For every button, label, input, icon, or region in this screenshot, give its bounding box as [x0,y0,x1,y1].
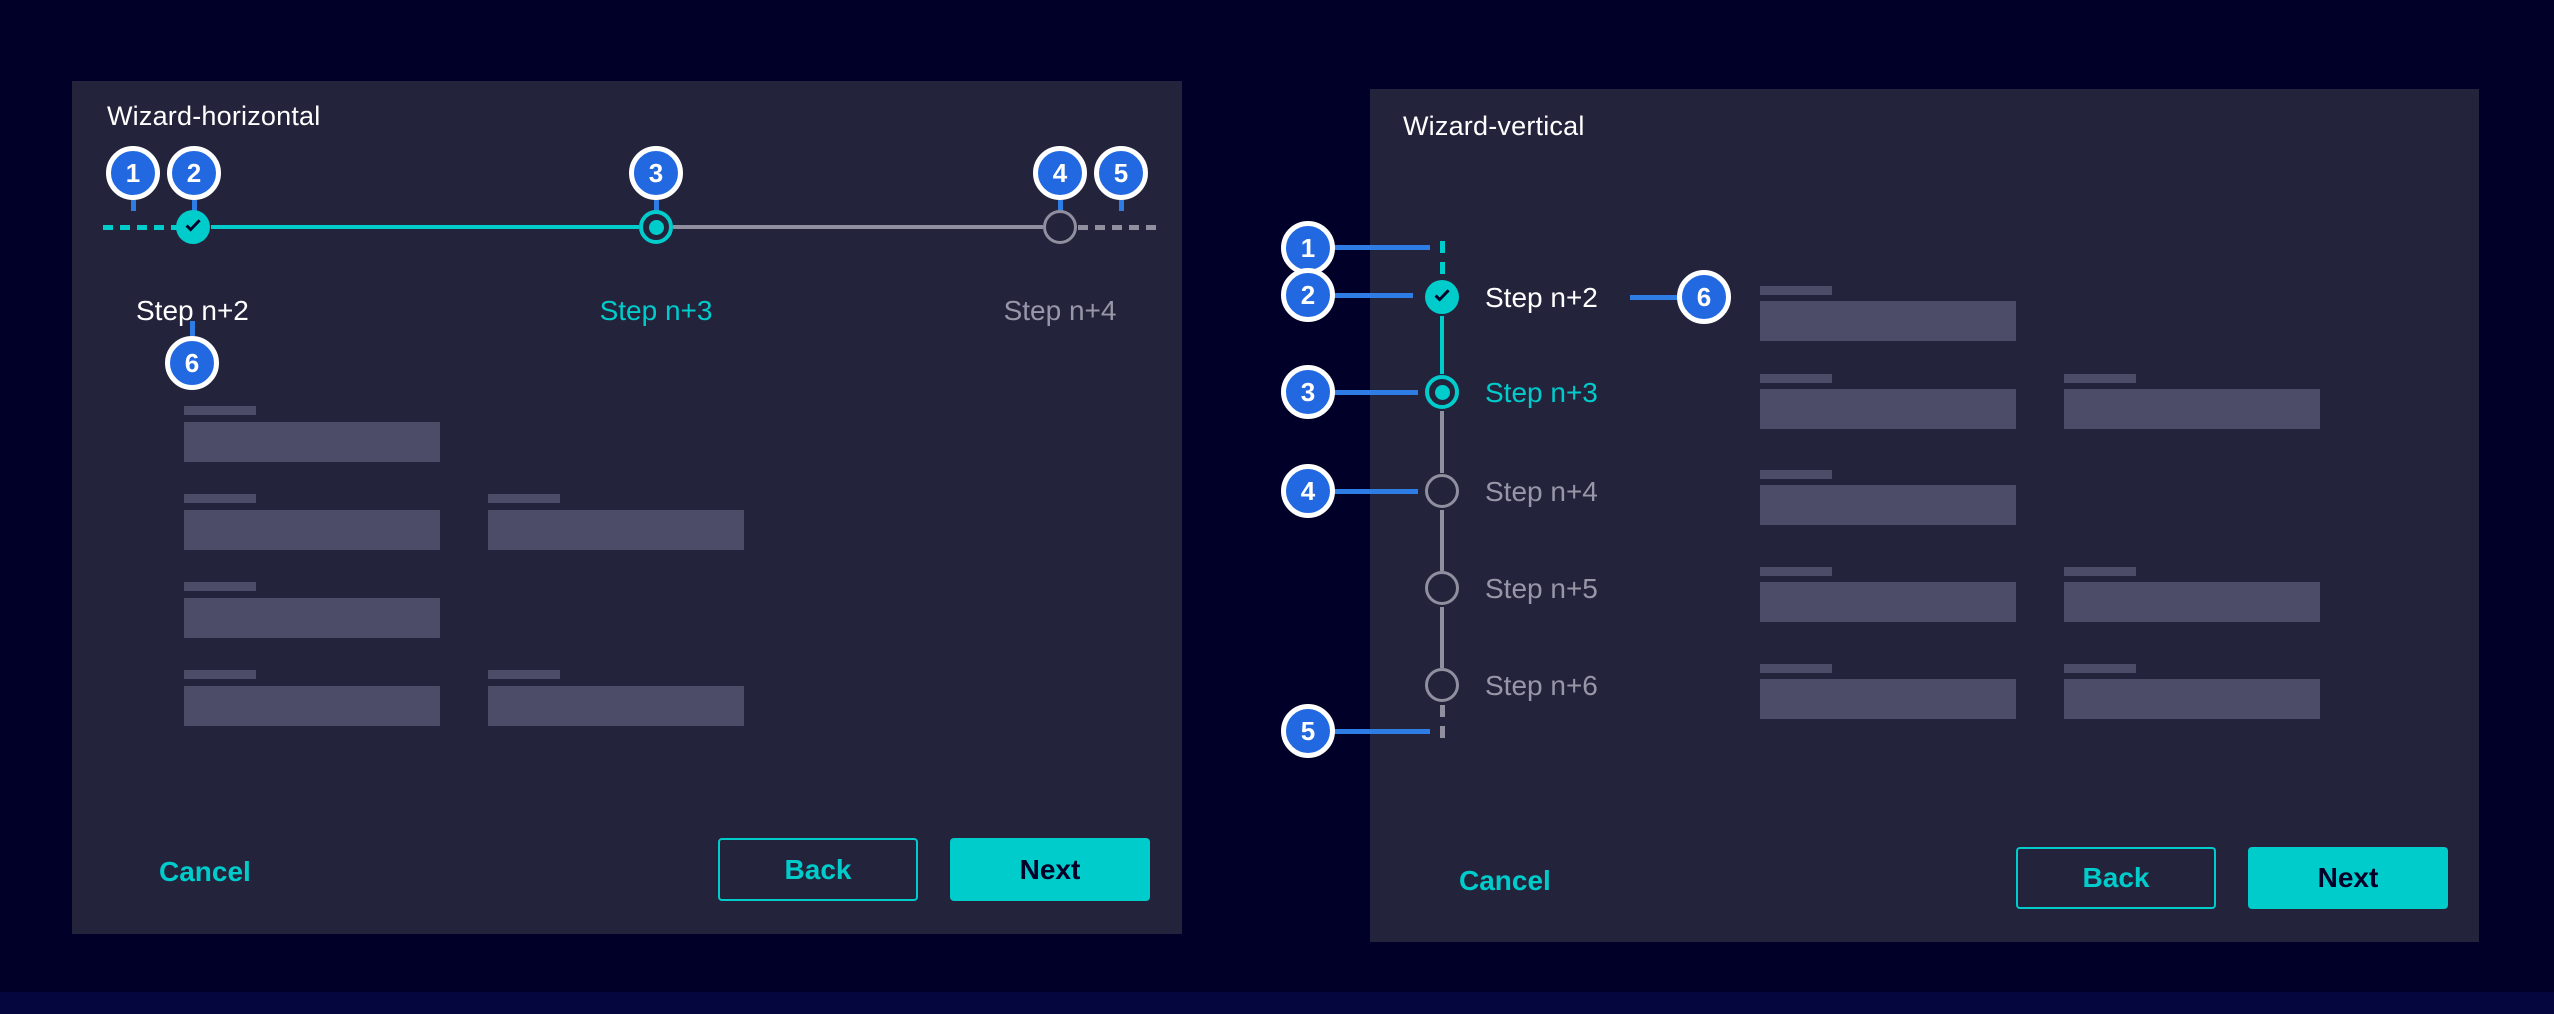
form-field-placeholder [1760,389,2016,429]
annotation-line [1334,245,1430,250]
form-field-label-placeholder [1760,374,1832,383]
annotation-line [1334,390,1418,395]
panel-title: Wizard-horizontal [107,101,321,131]
form-field-label-placeholder [1760,286,1832,295]
annotation-line [1630,295,1678,300]
wizard-horizontal-panel: Wizard-horizontal 1 2 3 4 5 Step n+2 Ste… [72,81,1182,934]
form-field-label-placeholder [184,494,256,503]
stepper-line-upcoming [1440,607,1444,668]
check-icon [1431,284,1453,311]
next-button[interactable]: Next [2248,847,2448,909]
form-field-placeholder [2064,679,2320,719]
annotation-badge-5: 5 [1094,146,1148,200]
step-label-open[interactable]: Step n+4 [1485,476,1598,507]
form-field-label-placeholder [488,494,560,503]
annotation-stub [1058,200,1063,211]
cancel-button[interactable]: Cancel [1459,865,1551,896]
form-field-placeholder [1760,679,2016,719]
form-field-placeholder [184,422,440,462]
annotation-badge-4: 4 [1281,464,1335,518]
annotation-stub [131,200,136,211]
check-icon [182,214,204,241]
form-field-label-placeholder [2064,664,2136,673]
form-field-placeholder [1760,301,2016,341]
stepper-dashed-next [1440,705,1445,747]
current-step-dot [648,219,664,235]
panel-title: Wizard-vertical [1403,111,1585,141]
current-step-dot [1434,384,1450,400]
annotation-stub [192,200,197,211]
step-label-done[interactable]: Step n+2 [1485,282,1598,313]
wizard-vertical-panel: Wizard-vertical 1 2 3 4 5 Step n+2 [1281,89,2479,942]
annotation-badge-2: 2 [167,146,221,200]
next-button[interactable]: Next [950,838,1150,901]
step-indicator-done[interactable] [176,210,210,244]
step-label-open[interactable]: Step n+5 [1485,573,1598,604]
form-field-placeholder [1760,485,2016,525]
step-label-current[interactable]: Step n+3 [599,295,713,326]
annotation-badge-3: 3 [1281,365,1335,419]
form-field-label-placeholder [488,670,560,679]
annotation-stub [654,200,659,211]
annotation-badge-2: 2 [1281,268,1335,322]
form-field-placeholder [488,686,744,726]
form-field-label-placeholder [1760,470,1832,479]
step-label-open[interactable]: Step n+4 [1003,295,1117,326]
step-indicator-current[interactable] [1425,375,1459,409]
annotation-badge-4: 4 [1033,146,1087,200]
stepper-line-upcoming [1440,510,1444,571]
form-field-label-placeholder [184,582,256,591]
stepper-dashed-previous [1440,241,1445,277]
form-field-placeholder [184,598,440,638]
form-field-label-placeholder [184,670,256,679]
cancel-button[interactable]: Cancel [159,856,251,887]
step-label-open[interactable]: Step n+6 [1485,670,1598,701]
form-field-placeholder [2064,582,2320,622]
form-field-label-placeholder [1760,567,1832,576]
annotation-line [1334,293,1413,298]
annotation-badge-1: 1 [106,146,160,200]
stepper-line-upcoming [673,225,1043,229]
step-indicator-done[interactable] [1425,280,1459,314]
form-field-placeholder [184,510,440,550]
step-indicator-open[interactable] [1425,668,1459,702]
form-field-label-placeholder [1760,664,1832,673]
step-indicator-open[interactable] [1043,210,1077,244]
annotation-line [1334,729,1430,734]
back-button[interactable]: Back [2016,847,2216,909]
annotation-badge-6: 6 [165,336,219,390]
form-field-label-placeholder [184,406,256,415]
stepper-line-completed [1440,316,1444,374]
bottom-edge-strip [0,992,2554,1014]
stepper-line-completed [211,225,639,229]
step-label-current[interactable]: Step n+3 [1485,377,1598,408]
annotation-badge-6: 6 [1677,270,1731,324]
annotation-stub [1119,200,1124,211]
annotation-badge-5: 5 [1281,704,1335,758]
form-field-placeholder [2064,389,2320,429]
step-indicator-open[interactable] [1425,474,1459,508]
form-field-label-placeholder [2064,374,2136,383]
annotation-badge-1: 1 [1281,221,1335,275]
annotation-line [1334,489,1418,494]
stepper-line-upcoming [1440,411,1444,473]
annotation-badge-3: 3 [629,146,683,200]
stepper-dashed-previous [103,225,177,230]
form-field-placeholder [1760,582,2016,622]
form-field-placeholder [184,686,440,726]
step-indicator-open[interactable] [1425,571,1459,605]
annotation-stub [190,321,195,336]
stepper-dashed-next [1078,225,1163,230]
form-field-label-placeholder [2064,567,2136,576]
form-field-placeholder [488,510,744,550]
step-label-done[interactable]: Step n+2 [136,295,249,326]
step-indicator-current[interactable] [639,210,673,244]
back-button[interactable]: Back [718,838,918,901]
